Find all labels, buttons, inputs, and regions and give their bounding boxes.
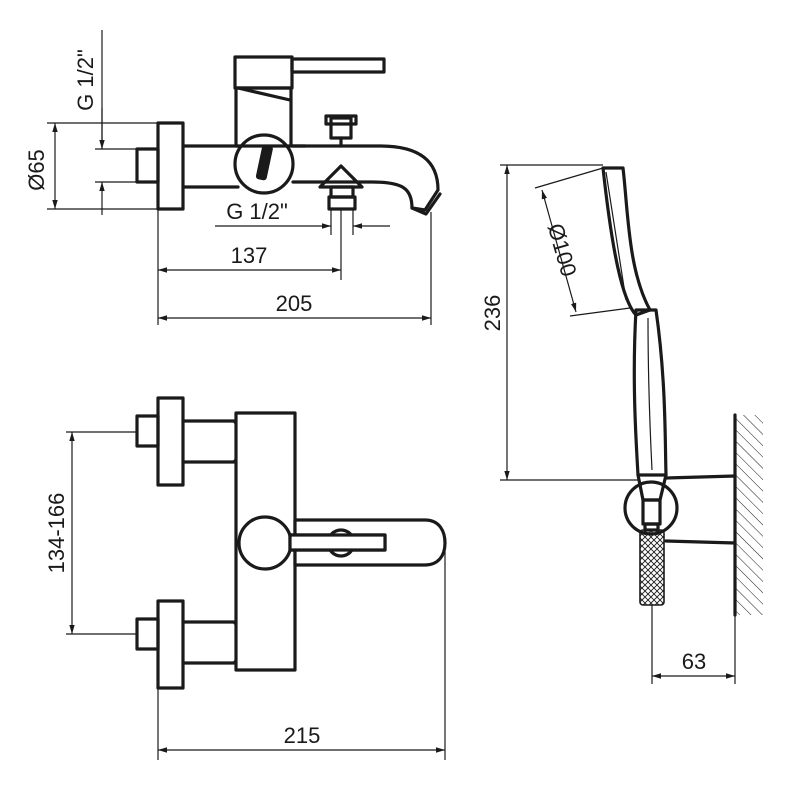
cap-joint bbox=[236, 86, 292, 102]
inlet-centers-label: 134-166 bbox=[44, 493, 69, 574]
hose bbox=[639, 529, 665, 606]
diverter-knob bbox=[233, 133, 295, 195]
hose-outlet-nut bbox=[318, 164, 364, 189]
flange-top bbox=[156, 396, 185, 487]
lever-handle bbox=[290, 57, 386, 74]
bath-spout bbox=[291, 144, 440, 212]
wall-flange bbox=[156, 121, 185, 211]
inlet-stub-bottom bbox=[135, 617, 160, 651]
wall-hatch bbox=[735, 415, 763, 615]
flange-bottom bbox=[156, 599, 185, 690]
diameter-flange-label: Ø65 bbox=[24, 149, 49, 191]
front-view: 134-166 215 bbox=[44, 396, 447, 760]
body-connector bbox=[181, 144, 240, 189]
inlet-stub-top bbox=[135, 414, 160, 448]
head-diameter-label: Ø100 bbox=[543, 221, 582, 280]
spout-outlet-label: 137 bbox=[231, 243, 268, 268]
bracket-offset-label: 63 bbox=[682, 649, 706, 674]
thread-top-label: G 1/2" bbox=[73, 49, 98, 111]
overall-width-label: 215 bbox=[284, 723, 321, 748]
side-view: Ø65 G 1/2" G 1/2" 137 205 bbox=[24, 30, 442, 325]
hand-shower-view: 236 Ø100 63 bbox=[480, 164, 763, 684]
wall-bracket bbox=[664, 474, 737, 545]
bracket-holder bbox=[623, 480, 679, 536]
thread-bottom-label: G 1/2" bbox=[226, 199, 288, 224]
handle-cap bbox=[233, 55, 294, 90]
cartridge-plan bbox=[237, 515, 293, 571]
handshower-length-label: 236 bbox=[480, 295, 505, 332]
diverter-valve bbox=[329, 116, 353, 140]
overall-depth-label: 205 bbox=[276, 291, 313, 316]
inlet-stub bbox=[135, 147, 160, 184]
handle-body bbox=[632, 308, 668, 477]
shower-head bbox=[601, 166, 652, 317]
diverter-slot bbox=[255, 144, 273, 181]
